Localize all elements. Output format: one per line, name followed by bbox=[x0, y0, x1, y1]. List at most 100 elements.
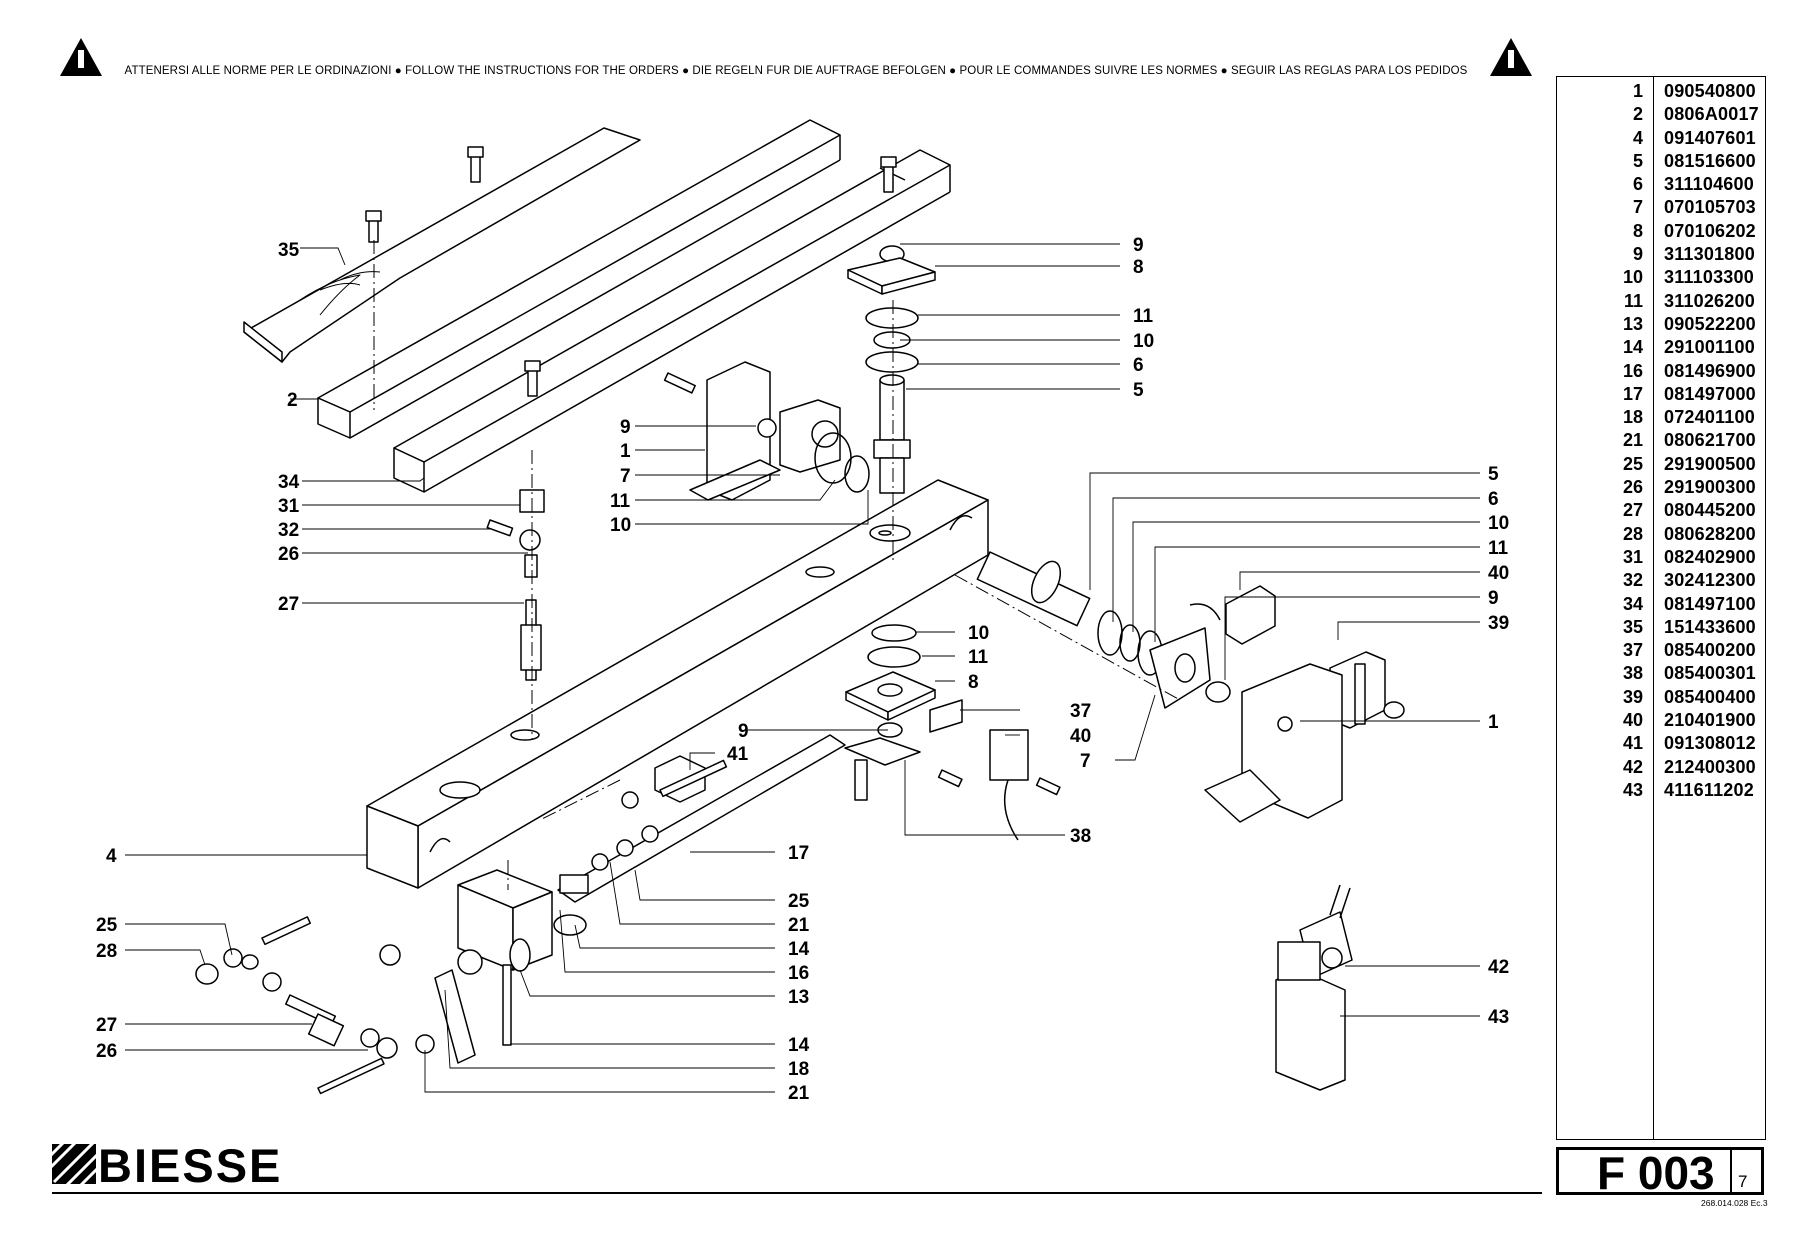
part-code: 080621700 bbox=[1664, 430, 1756, 451]
callout-4: 4 bbox=[106, 846, 117, 867]
callout-9: 9 bbox=[1133, 235, 1144, 256]
wood-plank-part bbox=[243, 127, 641, 363]
sheet-code: F 003 bbox=[1597, 1147, 1715, 1199]
part-number: 32 bbox=[1622, 570, 1643, 591]
part-number: 16 bbox=[1622, 360, 1643, 381]
callout-25: 25 bbox=[788, 891, 810, 912]
part-code: 210401900 bbox=[1664, 710, 1756, 731]
part-number: 6 bbox=[1632, 174, 1643, 195]
callout-10: 10 bbox=[968, 623, 989, 644]
part-number: 25 bbox=[1622, 453, 1643, 474]
solenoid-valve-part bbox=[1275, 884, 1353, 1091]
part-code: 080445200 bbox=[1664, 500, 1756, 521]
part-number: 38 bbox=[1622, 663, 1643, 684]
part-code: 311103300 bbox=[1664, 267, 1754, 288]
callout-10: 10 bbox=[610, 515, 631, 536]
biesse-logo-text: BIESSE bbox=[98, 1139, 283, 1192]
callout-11: 11 bbox=[610, 491, 631, 512]
part-number: 37 bbox=[1622, 640, 1643, 661]
part-code: 291900300 bbox=[1664, 477, 1756, 498]
callout-10: 10 bbox=[1488, 513, 1509, 534]
part-number: 39 bbox=[1622, 686, 1643, 707]
callout-34: 34 bbox=[278, 472, 300, 493]
callout-9: 9 bbox=[620, 417, 631, 438]
part-code: 091407601 bbox=[1664, 127, 1756, 148]
callout-5: 5 bbox=[1133, 380, 1144, 401]
sheet-revision: 7 bbox=[1738, 1172, 1748, 1191]
part-number: 18 bbox=[1622, 407, 1643, 428]
parts-row: 16 081496900 bbox=[1557, 359, 1765, 382]
part-number: 35 bbox=[1622, 616, 1643, 637]
part-number: 10 bbox=[1622, 267, 1643, 288]
footer-rule bbox=[52, 1192, 1542, 1194]
part-code: 070105703 bbox=[1664, 197, 1756, 218]
parts-row: 27 080445200 bbox=[1557, 498, 1765, 521]
part-number: 13 bbox=[1622, 313, 1643, 334]
part-number: 34 bbox=[1622, 593, 1643, 614]
part-code: 085400400 bbox=[1664, 686, 1756, 707]
part-code: 081497000 bbox=[1664, 383, 1756, 404]
horizontal-shaft-assembly bbox=[976, 551, 1405, 823]
callout-1: 1 bbox=[1488, 712, 1499, 733]
part-number: 8 bbox=[1632, 220, 1643, 241]
callout-13: 13 bbox=[788, 987, 809, 1008]
part-code: 080628200 bbox=[1664, 523, 1756, 544]
part-code: 081516600 bbox=[1664, 150, 1756, 171]
callout-39: 39 bbox=[1488, 613, 1509, 634]
biesse-logo: BIESSE bbox=[52, 1139, 297, 1192]
part-number: 43 bbox=[1622, 779, 1643, 800]
bottom-left-parts bbox=[195, 916, 483, 1095]
callout-27: 27 bbox=[278, 594, 299, 615]
part-number: 27 bbox=[1622, 500, 1643, 521]
document-code: 268.014.028 Ec.3 bbox=[1701, 1198, 1768, 1208]
rail-2-part bbox=[317, 119, 841, 439]
parts-row: 10 311103300 bbox=[1557, 265, 1765, 288]
part-code: 082402900 bbox=[1664, 546, 1756, 567]
callout-10: 10 bbox=[1133, 331, 1154, 352]
parts-row: 2 0806A0017 bbox=[1557, 102, 1765, 125]
part-number: 11 bbox=[1623, 290, 1643, 311]
callout-labels: 35 2 34 31 32 26 27 9 1 7 11 10 9 8 11 1… bbox=[96, 235, 1509, 1104]
callout-6: 6 bbox=[1488, 489, 1499, 510]
callout-17: 17 bbox=[788, 843, 809, 864]
part-number: 1 bbox=[1632, 81, 1643, 101]
callout-8: 8 bbox=[1133, 257, 1144, 278]
part-number: 2 bbox=[1632, 104, 1643, 125]
callout-1: 1 bbox=[620, 441, 631, 462]
warning-triangle-icon bbox=[60, 38, 102, 76]
part-number: 41 bbox=[1622, 733, 1643, 754]
table-divider bbox=[1653, 77, 1655, 1139]
part-code: 291900500 bbox=[1664, 453, 1756, 474]
callout-41: 41 bbox=[727, 744, 749, 765]
callout-7: 7 bbox=[1080, 751, 1091, 772]
rail-screws bbox=[365, 146, 897, 397]
part-number: 26 bbox=[1622, 477, 1643, 498]
part-code: 081496900 bbox=[1664, 360, 1756, 381]
sheet-code-box: F 003 7 bbox=[1556, 1147, 1764, 1199]
callout-21: 21 bbox=[788, 1083, 810, 1104]
left-threaded-parts bbox=[486, 489, 545, 681]
callout-31: 31 bbox=[278, 496, 300, 517]
callout-16: 16 bbox=[788, 963, 809, 984]
cylinder-assembly bbox=[457, 734, 846, 1046]
part-code: 0806A0017 bbox=[1664, 104, 1759, 125]
callout-40: 40 bbox=[1070, 726, 1091, 747]
callout-9: 9 bbox=[1488, 588, 1499, 609]
